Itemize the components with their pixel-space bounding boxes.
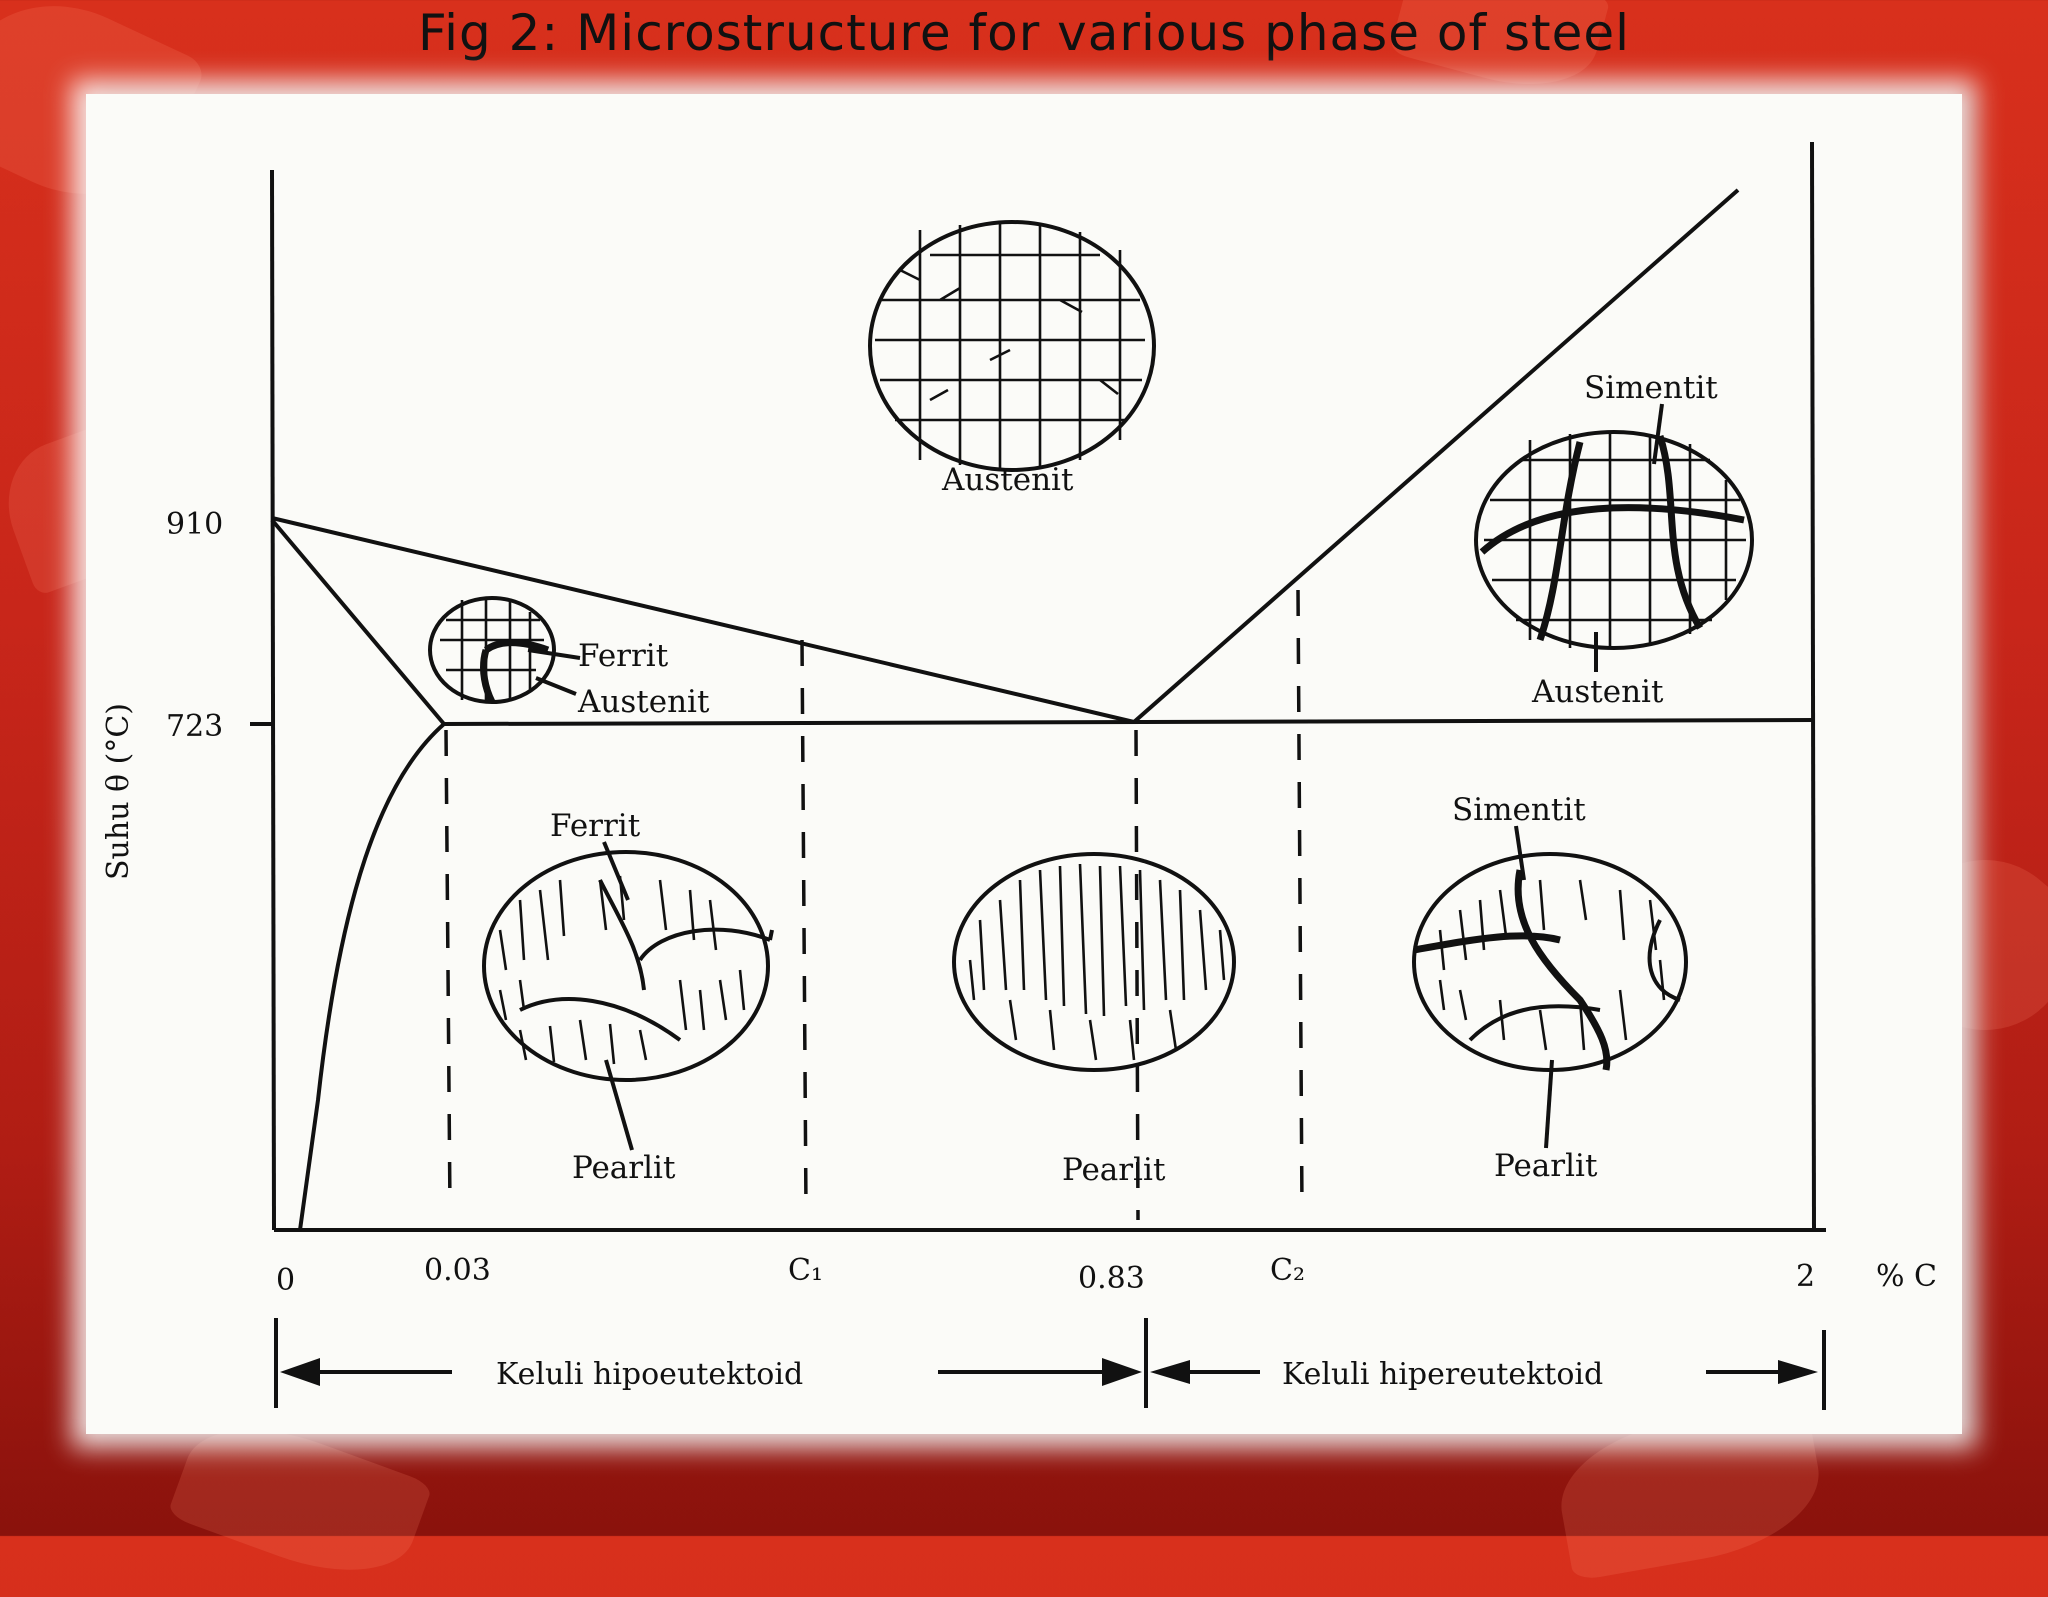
label-pearlit-right: Pearlit — [1494, 1148, 1598, 1184]
dash-003 — [444, 729, 452, 1211]
label-austenit-top: Austenit — [941, 462, 1074, 498]
leader-line — [535, 676, 577, 696]
leader-line — [602, 841, 630, 901]
leader-line — [1544, 1059, 1554, 1149]
leader-line — [527, 648, 581, 660]
y-axis-label: Suhu θ (°C) — [101, 703, 136, 880]
x-tick-083: 0.83 — [1078, 1261, 1145, 1296]
leader-line — [1514, 825, 1526, 881]
hypoeutectoid-pearlite-circle — [482, 850, 774, 1082]
label-pearlit-mid: Pearlit — [1062, 1152, 1166, 1188]
label-simentit-top: Simentit — [1584, 370, 1718, 406]
slide-title: Fig 2: Microstructure for various phase … — [417, 4, 1631, 62]
eutectoid-pearlite-circle — [952, 852, 1236, 1072]
label-simentit-right: Simentit — [1452, 792, 1586, 828]
x-tick-c1: C₁ — [788, 1253, 823, 1288]
hyper-label: Keluli hipereutektoid — [1282, 1357, 1603, 1392]
hypereutectoid-pearlite-circle — [1412, 852, 1688, 1072]
austenite-grain-circle — [868, 220, 1156, 472]
arrowhead — [1150, 1360, 1190, 1384]
a3-line — [271, 516, 1135, 724]
x-axis-unit: % C — [1876, 1259, 1937, 1294]
y-axis — [270, 169, 276, 1231]
leader-line — [604, 1059, 634, 1151]
hypereutectoid-austenite-circle — [1474, 430, 1754, 650]
label-ferrit-small: Ferrit — [578, 638, 669, 674]
ferrite-austenite-boundary — [270, 518, 446, 726]
label-austenit-small: Austenit — [577, 684, 710, 720]
leader-line — [1652, 403, 1664, 465]
label-pearlit-left: Pearlit — [572, 1150, 676, 1186]
dash-083 — [1134, 729, 1140, 1221]
ferrite-solvus-curve — [298, 722, 446, 1231]
x-tick-2: 2 — [1796, 1259, 1815, 1294]
x-tick-003: 0.03 — [424, 1253, 491, 1288]
arrowhead — [1102, 1358, 1142, 1386]
label-austenit-right: Austenit — [1531, 674, 1664, 710]
iron-carbon-diagram: 910 723 Suhu θ (°C) 0 0.03 C₁ 0.83 C₂ 2 … — [101, 141, 1937, 1410]
x-tick-c2: C₂ — [1270, 1253, 1305, 1288]
hypo-label: Keluli hipoeutektoid — [496, 1357, 803, 1392]
label-ferrit-left: Ferrit — [550, 808, 641, 844]
acm-line — [1132, 188, 1740, 724]
y-tick-723: 723 — [166, 709, 223, 744]
right-border — [1810, 141, 1816, 1233]
ferrite-austenite-small-circle — [428, 596, 556, 704]
y-tick-910: 910 — [166, 507, 223, 542]
x-tick-0: 0 — [276, 1263, 295, 1298]
diagram-paper — [86, 94, 1962, 1434]
dash-c2 — [1296, 589, 1304, 1211]
arrowhead — [1778, 1360, 1818, 1384]
dash-c1 — [800, 639, 808, 1211]
arrowhead — [280, 1358, 320, 1386]
